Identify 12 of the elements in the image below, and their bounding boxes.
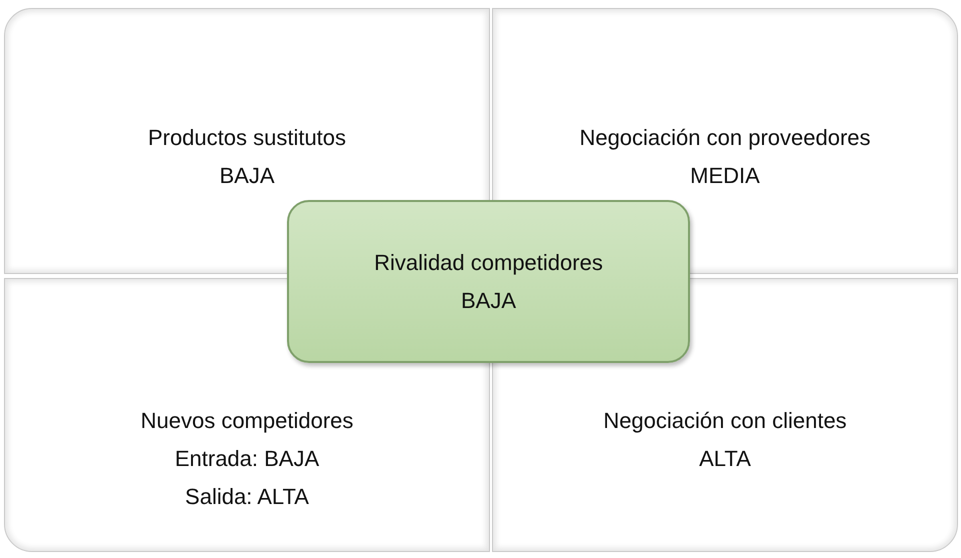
heading-text: Rivalidad competidores xyxy=(374,248,603,277)
heading-text: Negociación con clientes xyxy=(603,407,847,435)
rating-text: ALTA xyxy=(699,445,751,473)
rating-text: Salida: ALTA xyxy=(185,483,309,511)
heading-text: Negociación con proveedores xyxy=(579,124,871,152)
rating-text: MEDIA xyxy=(690,162,760,190)
rating-text: BAJA xyxy=(219,162,275,190)
heading-text: Productos sustitutos xyxy=(148,124,346,152)
rating-text: BAJA xyxy=(460,286,516,314)
center-box xyxy=(287,200,690,363)
rating-text: Entrada: BAJA xyxy=(174,445,320,473)
heading-text: Nuevos competidores xyxy=(140,407,354,435)
